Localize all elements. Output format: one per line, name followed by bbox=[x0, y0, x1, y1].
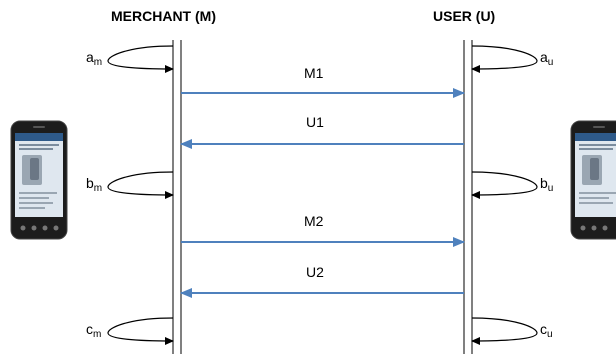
merchant-loop-b-label: bm bbox=[86, 175, 103, 194]
merchant-loop-a-label: am bbox=[86, 49, 103, 68]
message-m1-label: M1 bbox=[304, 65, 324, 81]
message-m2-label: M2 bbox=[304, 213, 324, 229]
message-u1-label: U1 bbox=[306, 114, 324, 130]
user-loop-a bbox=[471, 45, 538, 73]
user-loop-c-label: cu bbox=[540, 321, 553, 340]
merchant-loop-c bbox=[107, 317, 174, 345]
user-loop-a-label: au bbox=[540, 49, 554, 68]
user-loop-c bbox=[471, 317, 538, 345]
merchant-loop-c-label: cm bbox=[86, 321, 102, 340]
merchant-loop-b bbox=[107, 171, 174, 199]
user-loop-b-label: bu bbox=[540, 175, 554, 194]
user-loop-b bbox=[471, 171, 538, 199]
merchant-title: MERCHANT (M) bbox=[111, 8, 216, 24]
smartphone-icon-right bbox=[570, 120, 616, 240]
smartphone-icon bbox=[10, 120, 68, 240]
merchant-lifeline bbox=[172, 40, 182, 354]
message-u2-label: U2 bbox=[306, 264, 324, 280]
merchant-loop-a bbox=[107, 45, 174, 73]
user-title: USER (U) bbox=[433, 8, 496, 24]
user-lifeline bbox=[463, 40, 473, 354]
